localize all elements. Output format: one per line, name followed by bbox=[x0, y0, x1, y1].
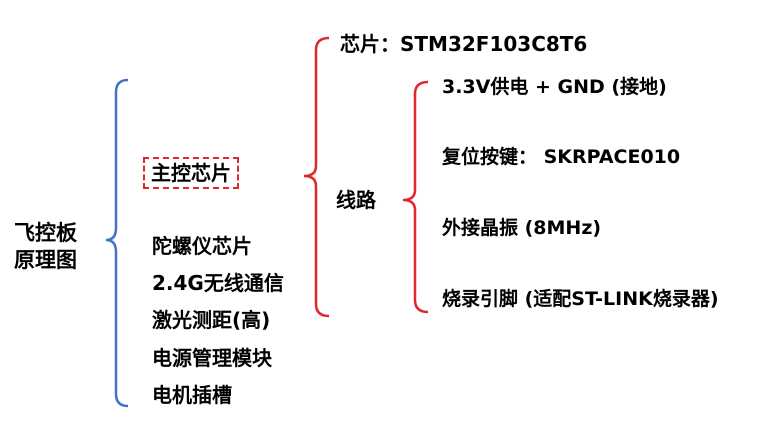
subsystem-laser-ranging: 激光测距(高) bbox=[152, 308, 271, 332]
root-node: 飞控板 原理图 bbox=[14, 220, 77, 274]
chip-model-node: 芯片：STM32F103C8T6 bbox=[340, 32, 588, 56]
subsystem-power-management: 电源管理模块 bbox=[152, 346, 272, 370]
circuit-item-reset-key: 复位按键： SKRPACE010 bbox=[442, 146, 681, 168]
circuit-item-crystal: 外接晶振 (8MHz) bbox=[442, 217, 602, 239]
subsystem-gyroscope-chip: 陀螺仪芯片 bbox=[152, 234, 252, 258]
root-blue-brace bbox=[105, 78, 129, 408]
circuit-red-brace bbox=[402, 80, 429, 314]
main-chip-node: 主控芯片 bbox=[143, 157, 239, 189]
subsystem-motor-slot: 电机插槽 bbox=[152, 383, 232, 407]
circuit-item-power: 3.3V供电 + GND (接地) bbox=[442, 76, 667, 98]
subsystem-wireless: 2.4G无线通信 bbox=[152, 271, 284, 295]
root-title-line-1: 飞控板 bbox=[14, 221, 77, 245]
main-chip-red-brace bbox=[303, 36, 330, 318]
circuit-node: 线路 bbox=[336, 188, 376, 212]
root-title-line-2: 原理图 bbox=[14, 248, 77, 272]
circuit-item-programming-pins: 烧录引脚 (适配ST-LINK烧录器) bbox=[442, 288, 719, 310]
